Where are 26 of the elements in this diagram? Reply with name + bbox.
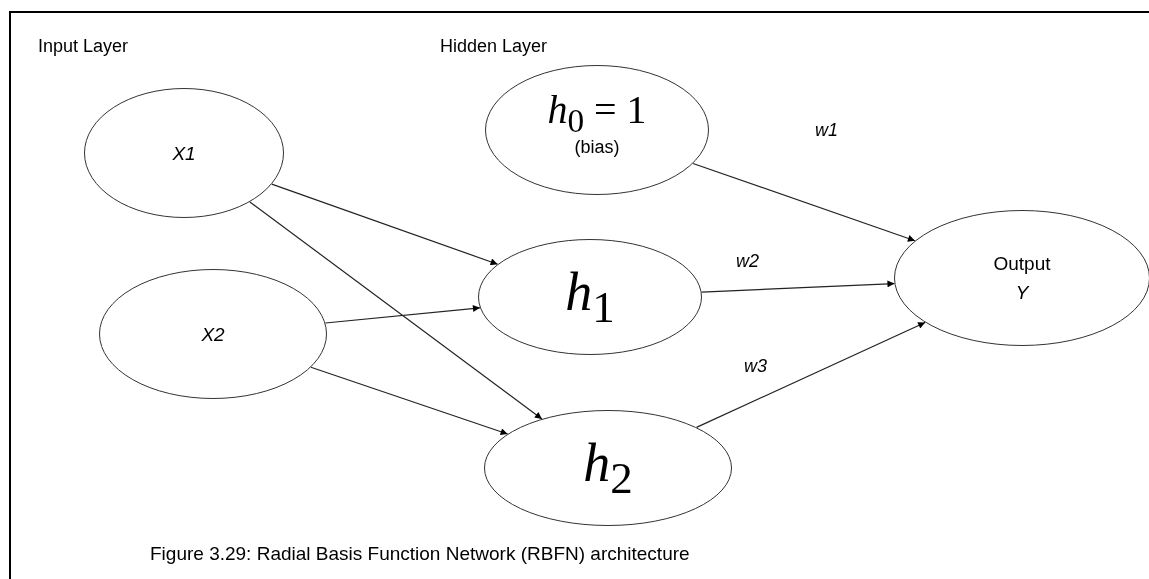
neuron-circle [478, 239, 702, 355]
node-label: h$_{1}$ [565, 264, 615, 330]
arrow [249, 201, 543, 420]
weight-label: w1 [815, 120, 838, 141]
node-sublabel: (bias) [574, 137, 620, 156]
neuron-circle [84, 88, 284, 218]
arrow [701, 280, 896, 293]
arrow [692, 162, 916, 242]
figure-caption: Figure 3.29: Radial Basis Function Network (RBFN) architecture [150, 543, 690, 565]
node-label: Output [993, 254, 1051, 273]
neuron-circle [484, 410, 732, 526]
neuron-circle [485, 65, 709, 195]
arrow [271, 183, 499, 266]
node-label: h$_{0}$ = 1 [547, 90, 647, 138]
node-label: h$_{2}$ [583, 435, 633, 501]
arrow [310, 366, 509, 435]
node-label: X2 [201, 324, 225, 344]
weight-label: w3 [744, 356, 767, 377]
arrow [695, 321, 926, 428]
neuron-circle [99, 269, 327, 399]
node-sublabel: Y [1015, 283, 1029, 302]
layer-title: Input Layer [38, 36, 129, 57]
layer-title: Hidden Layer [440, 36, 548, 57]
node-label: X1 [172, 143, 196, 163]
arrow [324, 305, 481, 324]
weight-label: w2 [736, 251, 759, 272]
